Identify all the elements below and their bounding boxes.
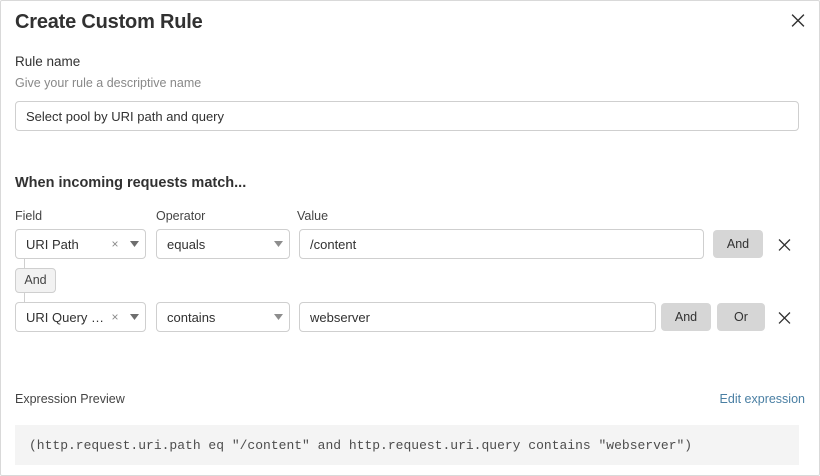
- delete-condition-icon-2[interactable]: [771, 303, 797, 331]
- and-button-1[interactable]: And: [713, 230, 763, 258]
- column-header-operator: Operator: [156, 209, 206, 223]
- connector-line-bottom: [24, 292, 25, 302]
- delete-condition-icon-1[interactable]: [771, 230, 797, 258]
- chevron-down-icon[interactable]: [267, 241, 289, 247]
- expression-preview-label: Expression Preview: [15, 392, 125, 406]
- column-header-field: Field: [15, 209, 43, 223]
- connector-line-top: [24, 259, 25, 270]
- and-button-2[interactable]: And: [661, 303, 711, 331]
- close-icon[interactable]: [785, 7, 811, 33]
- chevron-down-icon[interactable]: [123, 241, 145, 247]
- field-select-2[interactable]: URI Query St... ×: [15, 302, 146, 332]
- clear-icon[interactable]: ×: [111, 310, 119, 324]
- or-button-2[interactable]: Or: [717, 303, 765, 331]
- rule-name-label: Rule name: [15, 54, 81, 69]
- chevron-down-icon[interactable]: [267, 314, 289, 320]
- value-input-2[interactable]: [299, 302, 656, 332]
- clear-icon[interactable]: ×: [111, 237, 119, 251]
- expression-preview-code: (http.request.uri.path eq "/content" and…: [29, 437, 693, 453]
- operator-select-1[interactable]: equals: [156, 229, 290, 259]
- operator-select-1-value: equals: [167, 236, 206, 252]
- value-input-1[interactable]: [299, 229, 704, 259]
- field-select-2-value: URI Query St...: [26, 309, 107, 325]
- connector-and-badge[interactable]: And: [15, 268, 56, 293]
- rule-name-hint: Give your rule a descriptive name: [15, 76, 202, 90]
- dialog-title: Create Custom Rule: [15, 11, 203, 33]
- rule-name-input[interactable]: [15, 101, 799, 131]
- expression-preview-box: (http.request.uri.path eq "/content" and…: [15, 425, 799, 465]
- operator-select-2-value: contains: [167, 309, 216, 325]
- column-header-value: Value: [297, 209, 329, 223]
- chevron-down-icon[interactable]: [123, 314, 145, 320]
- operator-select-2[interactable]: contains: [156, 302, 290, 332]
- field-select-1-value: URI Path: [26, 236, 79, 252]
- conditions-heading: When incoming requests match...: [15, 175, 247, 191]
- field-select-1[interactable]: URI Path ×: [15, 229, 146, 259]
- edit-expression-link[interactable]: Edit expression: [719, 392, 805, 406]
